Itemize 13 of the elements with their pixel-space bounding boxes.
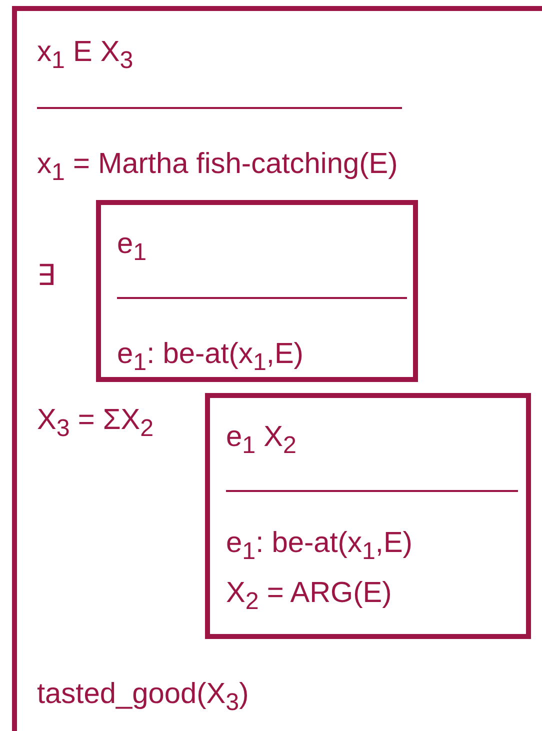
drs-box (96, 200, 418, 382)
drs-condition: X$_{2}$ = ARG(E) (226, 576, 392, 617)
drs-box (12, 6, 542, 731)
drs-condition: e$_{1}$: be-at(x$_{1}$,E) (226, 526, 412, 567)
existential-quantifier: ∃ (37, 259, 55, 293)
drs-referent-list: e$_{1}$ (117, 227, 147, 270)
drs-condition: e$_{1}$: be-at(x$_{1}$,E) (117, 337, 304, 378)
drs-condition: x$_{1}$ = Martha fish-catching(E) (37, 147, 398, 188)
drs-referent-list: x$_{1}$ E X$_{3}$ (37, 35, 134, 78)
drs-condition: tasted_good(X$_{3}$) (37, 677, 249, 718)
drs-referent-list: e$_{1}$ X$_{2}$ (226, 420, 296, 463)
drs-box (205, 393, 531, 639)
drs-condition: X$_{3}$ = ΣX$_{2}$ (37, 403, 154, 444)
